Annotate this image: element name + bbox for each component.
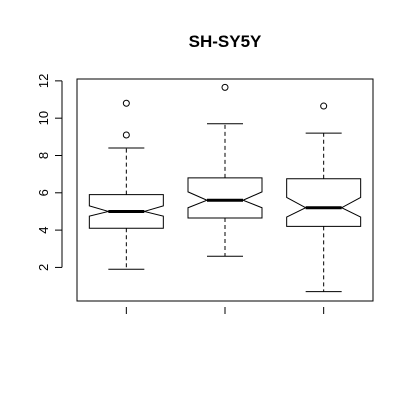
outlier-point — [320, 102, 328, 110]
box-series — [88, 83, 362, 314]
y-tick-label: 12 — [36, 74, 51, 88]
box-3 — [286, 102, 362, 314]
chart-title: SH-SY5Y — [189, 32, 262, 51]
outlier-point — [122, 99, 130, 107]
y-tick-label: 8 — [36, 152, 51, 159]
y-tick-label: 10 — [36, 111, 51, 125]
box-1 — [88, 99, 164, 314]
notched-box — [187, 177, 263, 219]
outlier-point — [221, 83, 229, 91]
y-tick-label: 2 — [36, 264, 51, 271]
y-tick-label: 6 — [36, 189, 51, 196]
y-tick-label: 4 — [36, 226, 51, 233]
y-axis: 2 4 6 8 10 12 — [36, 74, 63, 271]
box-2 — [187, 83, 263, 314]
outlier-point — [122, 131, 130, 139]
notched-box — [286, 178, 362, 227]
plot-frame — [76, 78, 374, 302]
